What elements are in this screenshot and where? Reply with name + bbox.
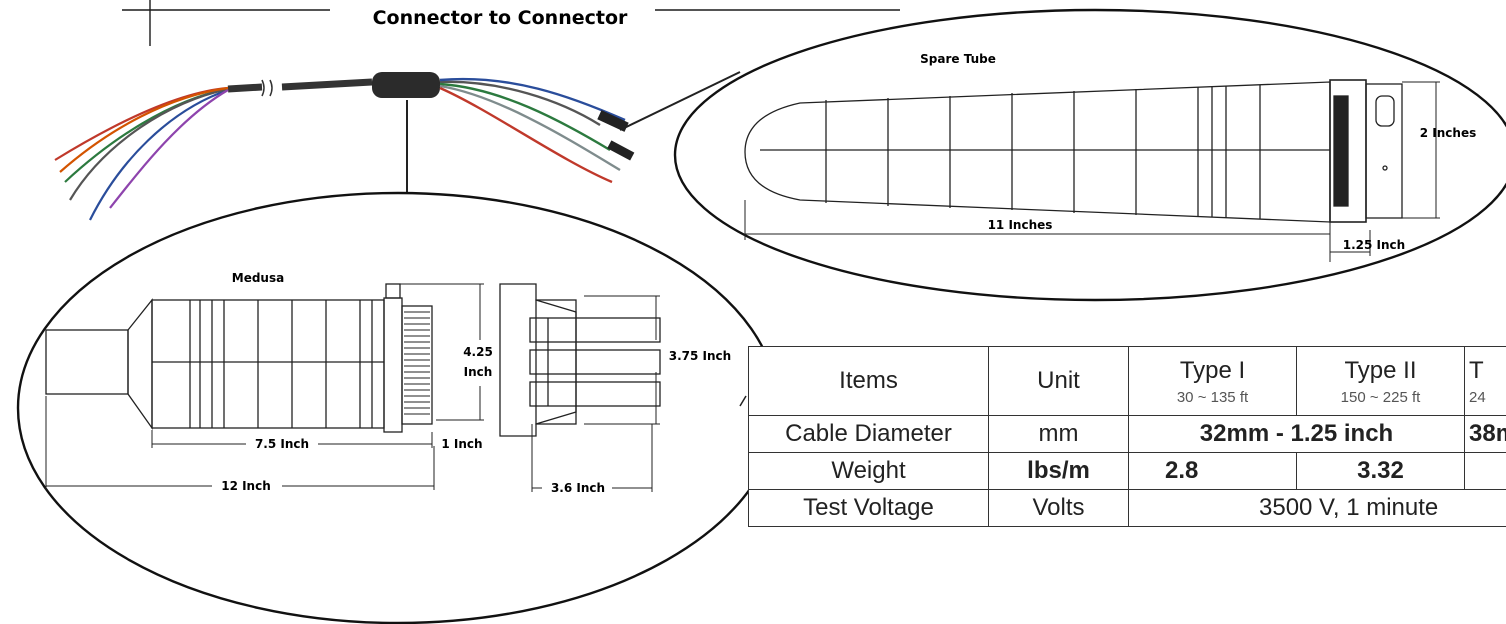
table-header-row: Items Unit Type I 30 ~ 135 ft Type II 15…	[748, 346, 1506, 416]
header-items: Items	[748, 346, 989, 416]
spare-tube-height-label: 2 Inches	[1420, 126, 1476, 140]
medusa-total-length-label: 12 Inch	[221, 479, 271, 493]
medusa-label: Medusa	[232, 271, 284, 285]
header-type1-range: 30 ~ 135 ft	[1176, 388, 1249, 406]
spare-tube-cap-label: 1.25 Inch	[1343, 238, 1405, 252]
spare-tube-callout-line	[619, 71, 741, 131]
header-type2-range: 150 ~ 225 ft	[1340, 388, 1421, 406]
medusa-callout-ellipse	[16, 191, 780, 624]
cell-unit: lbs/m	[988, 452, 1129, 490]
cell-value: 32mm - 1.25 inch	[1128, 415, 1465, 453]
cable-assembly	[54, 71, 741, 221]
header-type3-range: 24	[1469, 388, 1486, 406]
cell-value: 2.8	[1128, 452, 1297, 490]
cell-unit: mm	[988, 415, 1129, 453]
medusa-body-length-label: 7.5 Inch	[255, 437, 309, 451]
medusa-connector-height-label: 3.75 Inch	[669, 349, 731, 363]
medusa-connector-drawing	[499, 283, 661, 437]
header-unit: Unit	[988, 346, 1129, 416]
table-row: Test Voltage Volts 3500 V, 1 minute	[748, 489, 1506, 527]
medusa-thread	[404, 311, 430, 415]
cell-item: Cable Diameter	[748, 415, 989, 453]
cable-spec-table: Items Unit Type I 30 ~ 135 ft Type II 15…	[748, 346, 1506, 532]
cell-value: 3500 V, 1 minute	[1128, 489, 1506, 527]
medusa-drawing	[45, 283, 433, 433]
table-row: Cable Diameter mm 32mm - 1.25 inch 38m	[748, 415, 1506, 453]
medusa-connector-width-label: 3.6 Inch	[551, 481, 605, 495]
cell-item: Test Voltage	[748, 489, 989, 527]
table-row: Weight lbs/m 2.8 3.32	[748, 452, 1506, 490]
spare-tube-drawing	[744, 79, 1403, 223]
table-marker	[739, 395, 747, 407]
cell-value: 38m	[1464, 415, 1506, 453]
header-type1-name: Type I	[1179, 356, 1246, 384]
header-type3: T 24	[1464, 346, 1506, 416]
spare-tube-length-label: 11 Inches	[988, 218, 1053, 232]
header-type1: Type I 30 ~ 135 ft	[1128, 346, 1297, 416]
header-type2: Type II 150 ~ 225 ft	[1296, 346, 1465, 416]
header-type3-name: T	[1469, 356, 1484, 384]
header-type2-name: Type II	[1344, 356, 1417, 384]
spare-tube-callout-ellipse	[673, 8, 1506, 302]
medusa-height-value: 4.25	[463, 345, 493, 359]
medusa-dimensions	[45, 283, 660, 492]
diagram-title: Connector to Connector	[373, 7, 628, 29]
cell-value-empty	[1464, 452, 1506, 490]
spare-tube-label: Spare Tube	[920, 52, 996, 66]
cell-value: 3.32	[1296, 452, 1465, 490]
splice-sleeve	[372, 72, 440, 98]
cell-unit: Volts	[988, 489, 1129, 527]
cell-item: Weight	[748, 452, 989, 490]
medusa-thread-length-label: 1 Inch	[441, 437, 482, 451]
spare-tube-dimensions	[744, 81, 1440, 262]
medusa-height-unit: Inch	[464, 365, 493, 379]
cable-break-symbol	[261, 79, 273, 97]
